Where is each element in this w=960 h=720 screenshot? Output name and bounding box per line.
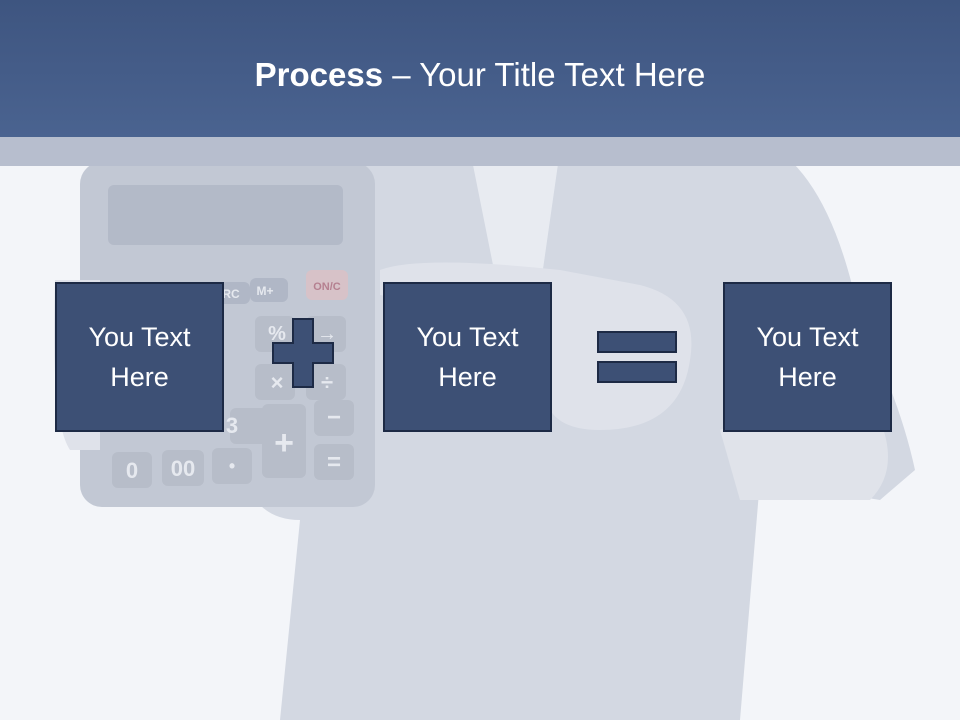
process-box-2: You Text Here xyxy=(383,282,552,432)
plus-icon xyxy=(272,318,334,388)
slide-title: Process – Your Title Text Here xyxy=(0,52,960,98)
slide-title-bold: Process xyxy=(254,56,384,93)
process-box-3: You Text Here xyxy=(723,282,892,432)
title-underline-strip xyxy=(0,137,960,166)
process-box-1: You Text Here xyxy=(55,282,224,432)
title-bar xyxy=(0,0,960,137)
process-box-1-text: You Text Here xyxy=(88,322,191,392)
process-box-3-text: You Text Here xyxy=(756,322,859,392)
slide-title-text: – Your Title Text Here xyxy=(383,56,706,93)
equals-icon xyxy=(597,331,677,383)
process-box-2-text: You Text Here xyxy=(416,322,519,392)
